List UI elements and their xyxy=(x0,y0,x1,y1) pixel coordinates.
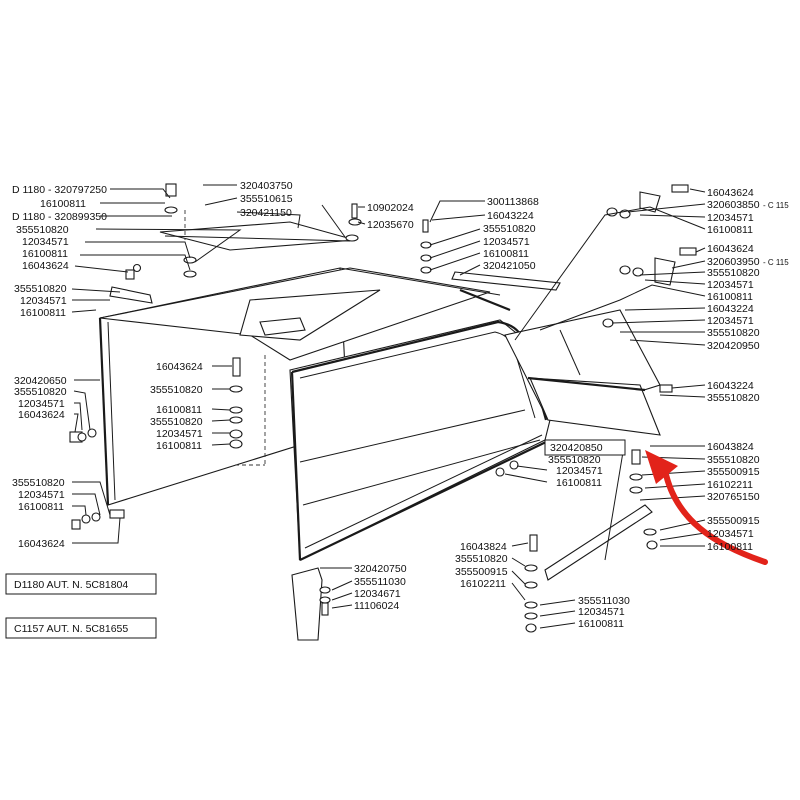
label: 12034571 xyxy=(707,212,754,224)
label: 355511030 xyxy=(578,595,630,607)
label: 355510820 xyxy=(455,553,508,565)
label: 16043624 xyxy=(22,260,69,272)
label: 10902024 xyxy=(367,202,414,214)
label: 16100811 xyxy=(707,291,753,303)
label: 11106024 xyxy=(354,600,399,612)
label: 16100811 xyxy=(22,248,68,260)
label: 16043224 xyxy=(707,380,754,392)
part-labels: D 1180 - 320797250 16100811 D 1180 - 320… xyxy=(12,180,789,630)
label: 355510820 xyxy=(150,416,203,428)
label: 12034571 xyxy=(483,236,530,248)
label: 16043624 xyxy=(18,538,65,550)
label: - C 115 xyxy=(763,201,789,210)
note-c1157-text: C1157 AUT. N. 5C81655 xyxy=(14,623,128,635)
label: 16100811 xyxy=(578,618,624,630)
label: D 1180 - 320899350 xyxy=(12,211,107,223)
label: 16100811 xyxy=(20,307,66,319)
label: D 1180 - 320797250 xyxy=(12,184,107,196)
label: 12034571 xyxy=(18,489,65,501)
support-post xyxy=(291,567,323,641)
label: 16043824 xyxy=(460,541,507,553)
label: 320420850 xyxy=(550,442,603,454)
label: 320420650 xyxy=(14,375,67,387)
label: 355500915 xyxy=(707,515,760,527)
label: 320765150 xyxy=(707,491,760,503)
label: 355500915 xyxy=(707,466,760,478)
label: 12034571 xyxy=(18,398,65,410)
label: 320603850 xyxy=(707,199,760,211)
label: 355510820 xyxy=(707,392,760,404)
note-c1157: C1157 AUT. N. 5C81655 xyxy=(5,617,157,639)
label: 16100811 xyxy=(40,198,86,210)
label: 16100811 xyxy=(707,541,753,553)
label: 320420950 xyxy=(707,340,760,352)
hardware-stack-bottom xyxy=(319,449,658,633)
label: 12034571 xyxy=(578,606,625,618)
label: 16100811 xyxy=(707,224,753,236)
label: 320603950 xyxy=(707,256,760,268)
label: 355510820 xyxy=(16,224,69,236)
label: 355510615 xyxy=(240,193,293,205)
label: 320420750 xyxy=(354,563,407,575)
label: 300113868 xyxy=(487,196,539,208)
label: 16102211 xyxy=(707,479,753,491)
leader-lines xyxy=(71,184,706,629)
label: 12034571 xyxy=(20,295,67,307)
label: 16100811 xyxy=(483,248,529,260)
label: 355510820 xyxy=(707,454,760,466)
highlight-arrow xyxy=(645,450,768,565)
label: 16102211 xyxy=(460,578,506,590)
label: 16100811 xyxy=(556,477,602,489)
label: 355510820 xyxy=(707,327,760,339)
label: 16043824 xyxy=(707,441,754,453)
label: 355500915 xyxy=(455,566,508,578)
label: 355510820 xyxy=(707,267,760,279)
label: 16100811 xyxy=(18,501,64,513)
label: 355510820 xyxy=(14,283,67,295)
label: 355511030 xyxy=(354,576,406,588)
label: 12035670 xyxy=(367,219,414,231)
note-d1180-text: D1180 AUT. N. 5C81804 xyxy=(14,579,128,591)
label: 12034571 xyxy=(156,428,203,440)
label: 16043624 xyxy=(18,409,65,421)
note-d1180: D1180 AUT. N. 5C81804 xyxy=(5,573,157,595)
highlight-box xyxy=(544,439,626,456)
label: 355510820 xyxy=(483,223,536,235)
label: 16043624 xyxy=(156,361,203,373)
label: 12034571 xyxy=(707,528,754,540)
label: 12034671 xyxy=(354,588,401,600)
label: 12034571 xyxy=(556,465,603,477)
label: 320421150 xyxy=(240,207,292,219)
gasket-strips xyxy=(109,271,653,581)
guide-lines xyxy=(184,210,266,466)
label: 320421050 xyxy=(483,260,536,272)
hardware-stack-left xyxy=(69,263,142,530)
label: 355510820 xyxy=(12,477,65,489)
label: - C 115 xyxy=(763,258,789,267)
label: 12034571 xyxy=(707,279,754,291)
label: 16043624 xyxy=(707,187,754,199)
hardware-stack-right xyxy=(602,184,697,393)
label: 16100811 xyxy=(156,404,202,416)
label: 355510820 xyxy=(548,454,601,466)
label: 355510820 xyxy=(150,384,203,396)
label: 12034571 xyxy=(22,236,69,248)
label: 355510820 xyxy=(14,386,67,398)
label: 16043224 xyxy=(707,303,754,315)
label: 320403750 xyxy=(240,180,293,192)
label: 16043624 xyxy=(707,243,754,255)
lid-plate xyxy=(159,221,356,251)
label: 12034571 xyxy=(707,315,754,327)
label: 16100811 xyxy=(156,440,202,452)
rear-panel xyxy=(504,309,661,436)
label: 16043224 xyxy=(487,210,534,222)
